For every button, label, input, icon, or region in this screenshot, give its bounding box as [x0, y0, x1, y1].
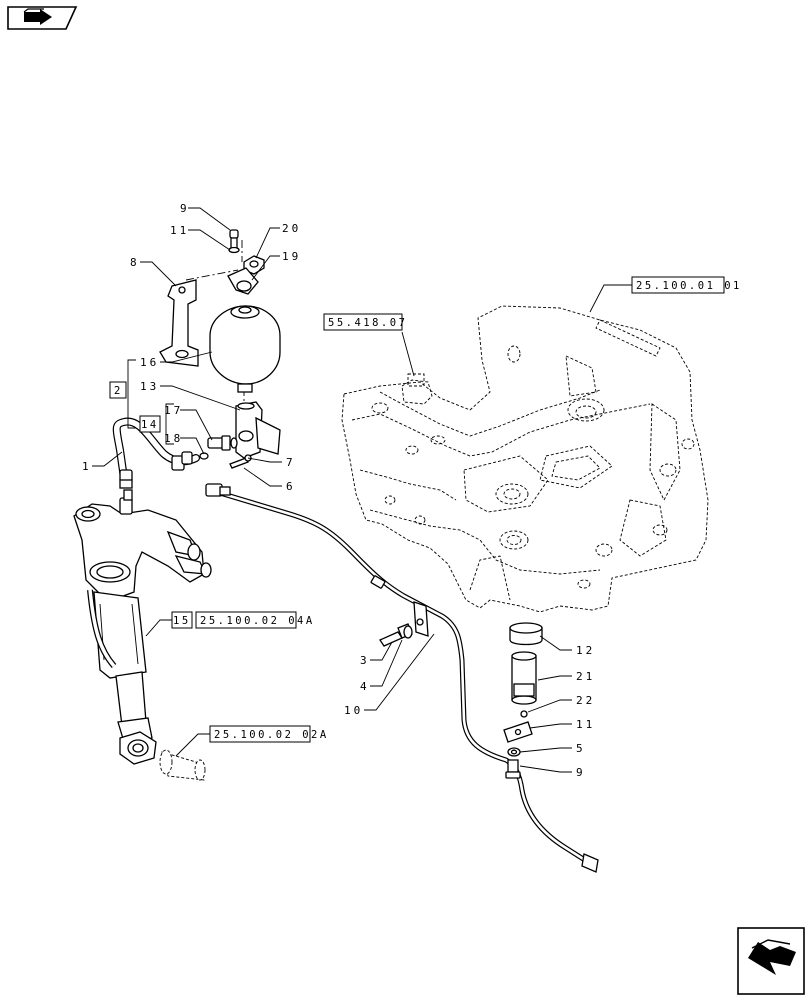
callout-22: 22	[576, 694, 595, 707]
pivot-pin	[511, 651, 537, 705]
ref-box-frame[interactable]: 25.100.01 01	[631, 276, 742, 294]
leader-lines	[92, 207, 572, 773]
next-page-icon	[748, 939, 796, 975]
next-page-button[interactable]	[737, 927, 805, 995]
callout-19: 19	[282, 250, 301, 263]
callout-9-top: 9	[180, 202, 190, 215]
nut-and-plate	[227, 255, 265, 295]
screw-top	[228, 229, 240, 254]
group-label-15: 15	[173, 615, 191, 627]
screw-bottom	[505, 759, 521, 779]
hydraulic-pipe	[205, 483, 599, 873]
callout-3: 3	[360, 654, 370, 667]
callout-11-bottom: 11	[576, 718, 595, 731]
front-axle-support-frame	[341, 305, 709, 613]
group-box-15[interactable]: 15	[171, 611, 193, 629]
cylinder-pin	[159, 749, 206, 781]
callout-labels: 9 11 20 19 8 16 13 17 18 1 7 6 3 4 10 12…	[82, 202, 595, 779]
back-button[interactable]	[7, 6, 78, 30]
callout-16: 16	[140, 356, 159, 369]
union-fitting	[199, 435, 238, 460]
callout-11-top: 11	[170, 224, 189, 237]
sensor-bracket	[401, 373, 433, 405]
group-label-2: 2	[114, 385, 123, 397]
group-label-14: 14	[141, 419, 159, 431]
ref-label-frame: 25.100.01 01	[636, 280, 742, 292]
ref-label-sensor: 55.418.07	[328, 317, 407, 329]
retaining-plate	[503, 721, 533, 743]
callout-18: 18	[164, 432, 183, 445]
group-box-2[interactable]: 2	[109, 381, 127, 399]
back-arrow-icon	[23, 8, 52, 25]
callout-8: 8	[130, 256, 140, 269]
accumulator-valve-block	[235, 401, 281, 459]
callout-21: 21	[576, 670, 595, 683]
callout-12: 12	[576, 644, 595, 657]
clamp-screw	[379, 623, 413, 647]
callout-4: 4	[360, 680, 370, 693]
ref-label-cylinder: 25.100.02 04A	[200, 615, 315, 627]
callout-6: 6	[286, 480, 296, 493]
callout-1: 1	[82, 460, 92, 473]
ref-label-pin: 25.100.02 02A	[214, 729, 329, 741]
ref-box-pin[interactable]: 25.100.02 02A	[209, 725, 329, 743]
accumulator-bracket	[159, 279, 199, 367]
callout-17: 17	[164, 404, 183, 417]
callout-13: 13	[140, 380, 159, 393]
bushing	[509, 622, 543, 646]
callout-9-bottom: 9	[576, 766, 586, 779]
grease-nipple	[520, 710, 528, 718]
hydraulic-accumulator	[209, 305, 281, 393]
ref-box-cylinder[interactable]: 25.100.02 04A	[195, 611, 315, 629]
callout-20: 20	[282, 222, 301, 235]
lock-washer	[507, 747, 521, 757]
hydraulic-cylinder	[73, 489, 212, 765]
group-box-14[interactable]: 14	[139, 415, 161, 433]
callout-5: 5	[576, 742, 586, 755]
ref-box-sensor[interactable]: 55.418.07	[323, 313, 407, 331]
valve-screw	[229, 454, 252, 469]
callout-10: 10	[344, 704, 363, 717]
callout-7: 7	[286, 456, 296, 469]
